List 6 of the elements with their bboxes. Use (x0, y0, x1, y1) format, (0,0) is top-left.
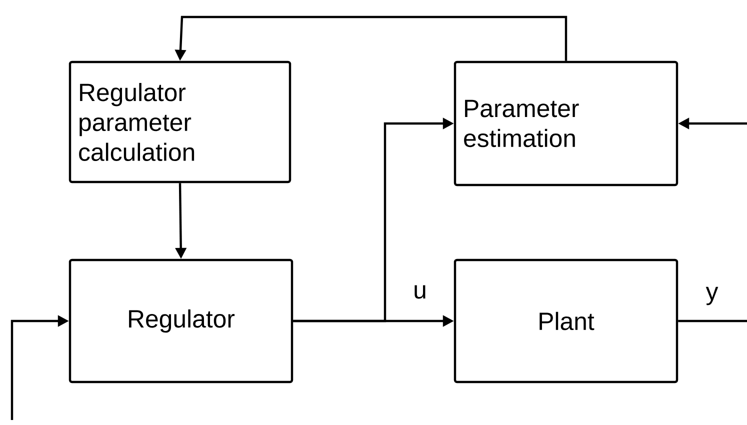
process-box: Regulator (68, 258, 294, 384)
edge-label: y (706, 286, 718, 306)
edge-label: u (414, 285, 426, 299)
process-box: Regulator parameter calculation (68, 60, 292, 184)
process-box: Plant (454, 258, 678, 384)
process-box: Parameter estimation (454, 60, 678, 186)
